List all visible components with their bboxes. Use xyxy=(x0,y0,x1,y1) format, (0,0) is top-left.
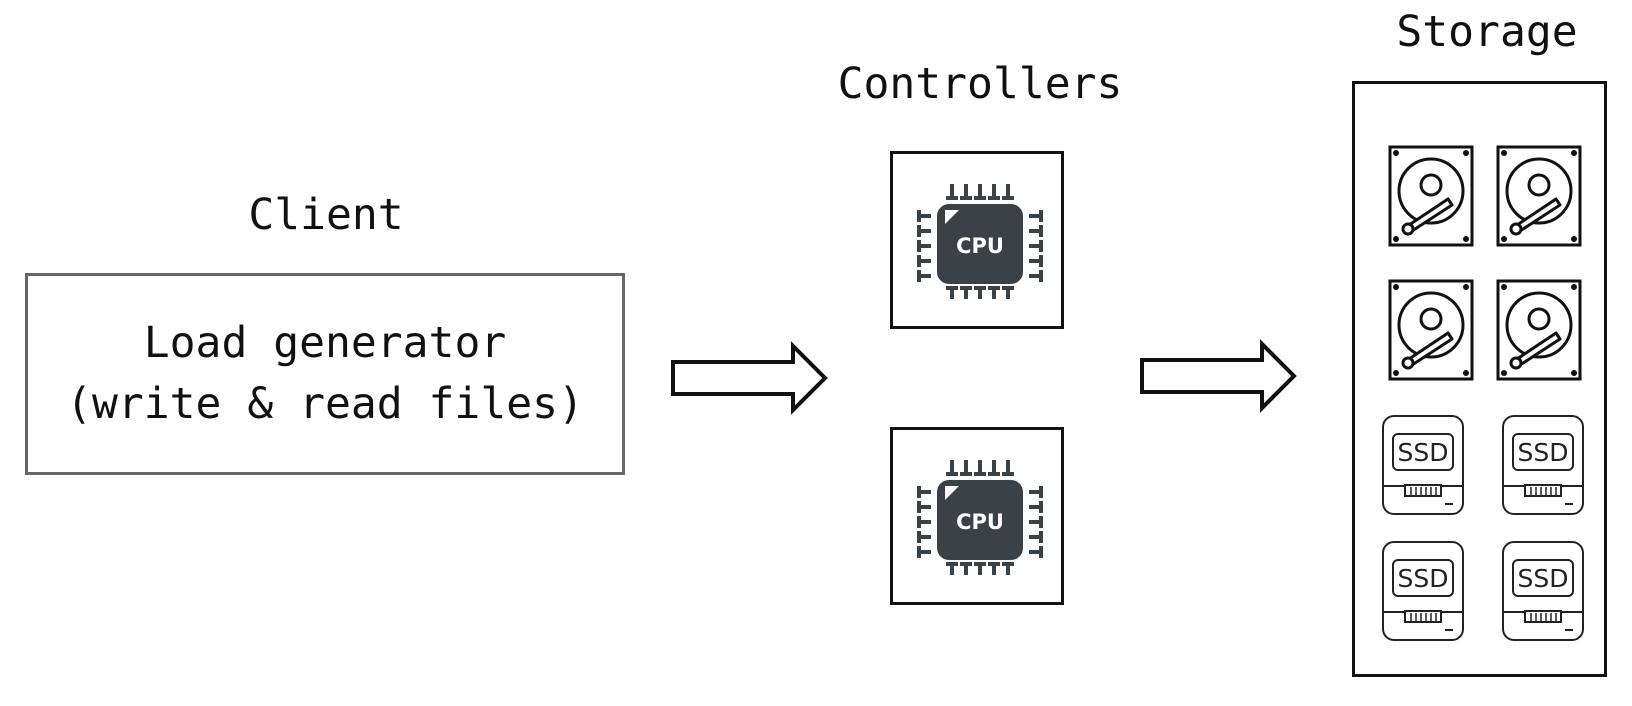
storage-title: Storage xyxy=(1396,7,1578,57)
hard-disk-icon xyxy=(1496,145,1582,247)
cpu-label: CPU xyxy=(956,234,1004,258)
cpu-label: CPU xyxy=(956,510,1004,534)
arrow-client-to-controllers xyxy=(671,341,828,415)
ssd-label: SSD xyxy=(1518,564,1569,593)
cpu-chip-icon: CPU xyxy=(917,460,1043,575)
hard-disk-icon xyxy=(1388,145,1474,247)
ssd-icon: SSD xyxy=(1502,541,1584,641)
ssd-icon: SSD xyxy=(1502,415,1584,515)
ssd-icon: SSD xyxy=(1382,415,1464,515)
controllers-title: Controllers xyxy=(837,59,1123,109)
load-generator-box: Load generator (write & read files) xyxy=(25,273,625,475)
load-generator-line2: (write & read files) xyxy=(66,379,584,429)
hard-disk-icon xyxy=(1388,279,1474,381)
controller-2: CPU xyxy=(890,427,1064,605)
ssd-label: SSD xyxy=(1518,438,1569,467)
controller-1: CPU xyxy=(890,151,1064,329)
ssd-label: SSD xyxy=(1398,438,1449,467)
ssd-label: SSD xyxy=(1398,564,1449,593)
hard-disk-icon xyxy=(1496,279,1582,381)
cpu-chip-icon: CPU xyxy=(917,184,1043,299)
ssd-icon: SSD xyxy=(1382,541,1464,641)
load-generator-line1: Load generator xyxy=(143,318,507,368)
client-title: Client xyxy=(248,190,404,240)
storage-enclosure xyxy=(1352,81,1607,677)
arrow-controllers-to-storage xyxy=(1140,339,1297,413)
